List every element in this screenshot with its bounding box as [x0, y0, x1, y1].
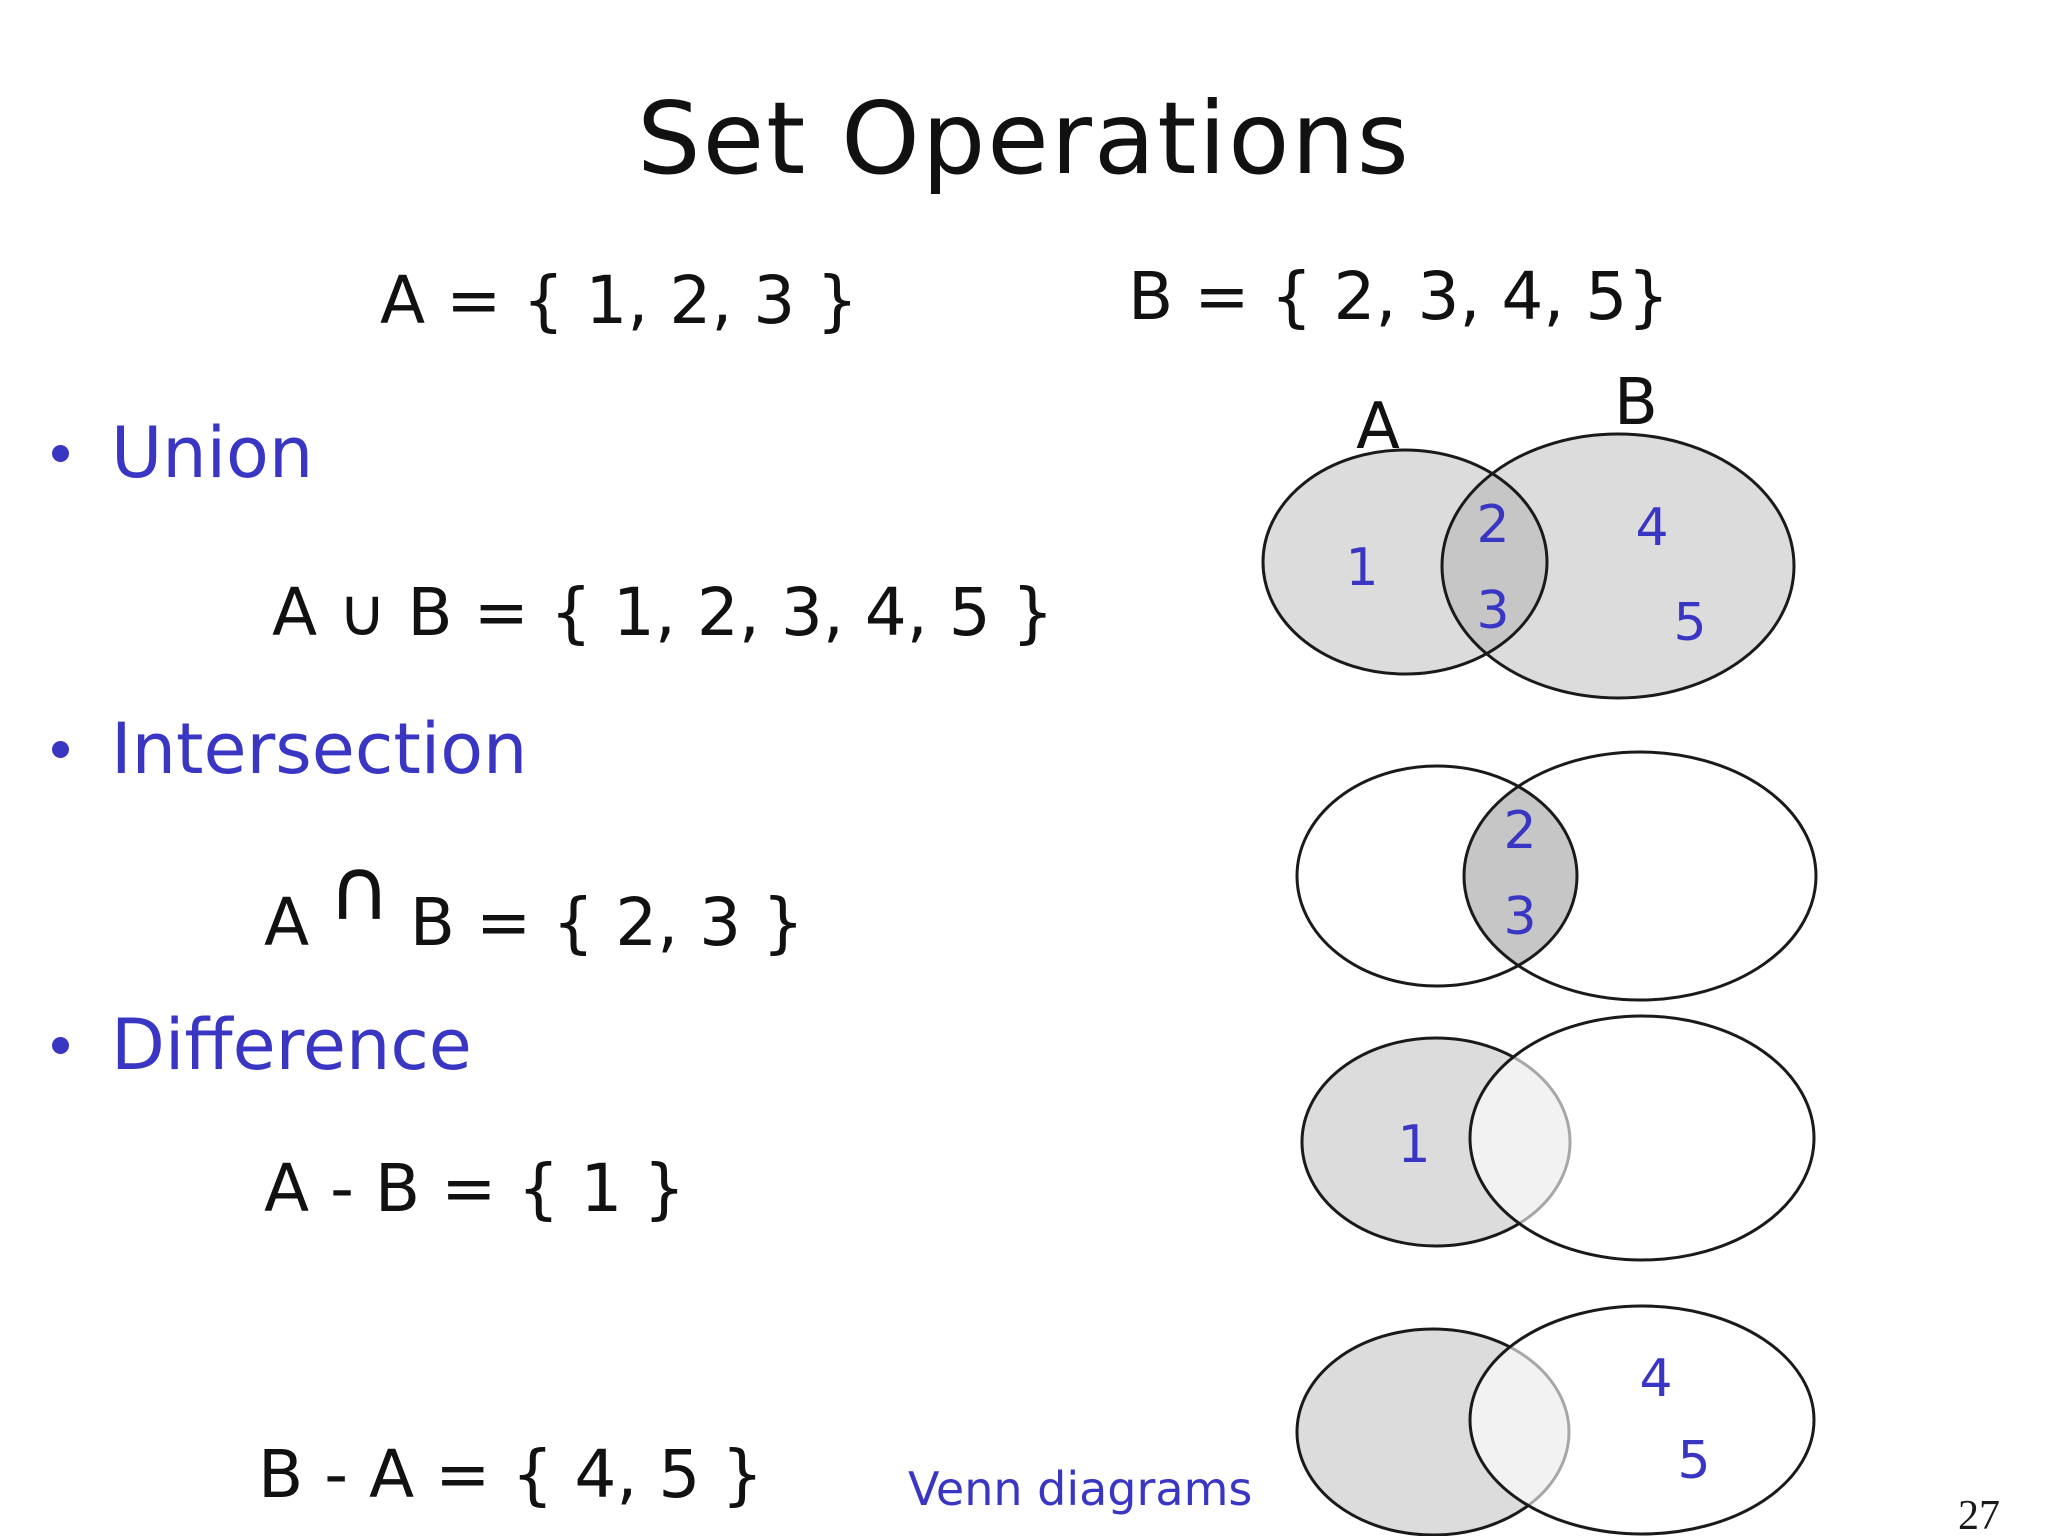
intersection-formula-left: A [264, 884, 310, 961]
page-title: Set Operations [637, 80, 1411, 197]
bullet-difference-label: Difference [111, 1004, 472, 1086]
intersection-formula-right: B = { 2, 3 } [409, 884, 805, 961]
venn-union-num-1: 1 [1345, 538, 1378, 598]
union-formula: A ∪ B = { 1, 2, 3, 4, 5 } [272, 574, 1054, 651]
venn-a-minus-b: 1 [1300, 1014, 1816, 1262]
venn-union-num-2: 2 [1476, 495, 1509, 555]
intersection-symbol: ∩ [328, 840, 391, 941]
bullet-union: Union [52, 412, 313, 494]
set-b-definition: B = { 2, 3, 4, 5} [1128, 258, 1670, 335]
bullet-intersection: Intersection [52, 708, 527, 790]
venn-b-minus-a-num-5: 5 [1677, 1431, 1710, 1491]
bullet-union-label: Union [111, 412, 314, 494]
venn-union-ellipse-b [1442, 434, 1794, 698]
bullet-intersection-label: Intersection [111, 708, 528, 790]
intersection-formula: A∩B = { 2, 3 } [264, 840, 805, 966]
venn-union-num-3: 3 [1476, 581, 1509, 641]
venn-intersection-num-3: 3 [1503, 887, 1536, 947]
venn-union-num-4: 4 [1635, 498, 1668, 558]
venn-b-minus-a: 4 5 [1295, 1304, 1816, 1536]
venn-union-num-5: 5 [1673, 593, 1706, 653]
venn-b-minus-a-num-4: 4 [1639, 1349, 1672, 1409]
a-minus-b-formula: A - B = { 1 } [264, 1150, 686, 1227]
venn-union-label-b: B [1614, 366, 1658, 440]
page-number: 27 [1958, 1493, 2000, 1536]
bullet-difference: Difference [52, 1004, 472, 1086]
venn-caption: Venn diagrams [908, 1462, 1253, 1516]
set-a-definition: A = { 1, 2, 3 } [380, 262, 859, 339]
venn-union-label-a: A [1356, 390, 1400, 464]
venn-a-minus-b-ellipse-b [1468, 1014, 1816, 1262]
venn-b-minus-a-ellipse-b [1468, 1304, 1816, 1536]
venn-intersection-num-2: 2 [1503, 801, 1536, 861]
b-minus-a-formula: B - A = { 4, 5 } [258, 1436, 764, 1513]
venn-union: A B 1 2 3 4 5 [1261, 366, 1796, 700]
venn-a-minus-b-num-1: 1 [1397, 1115, 1430, 1175]
venn-intersection: 2 3 [1295, 750, 1818, 1002]
